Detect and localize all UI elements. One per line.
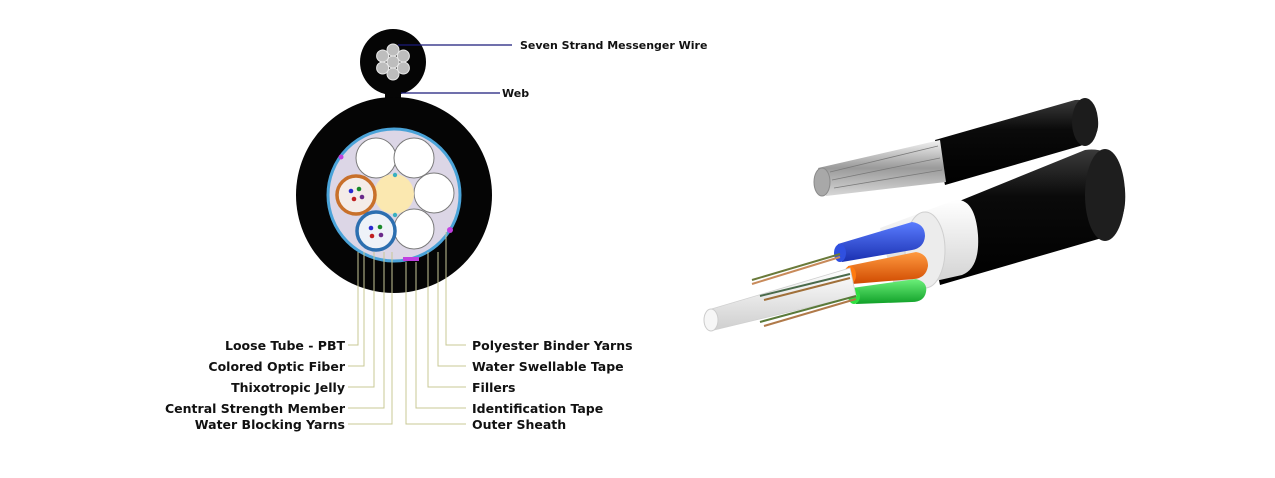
- loose-tube-orange: [335, 174, 377, 216]
- blocking-yarn-dot-2: [392, 212, 398, 218]
- label-web: Web: [502, 87, 529, 100]
- messenger-strands: [376, 43, 410, 81]
- loose-tube-blue: [355, 210, 397, 252]
- top-leaders: [398, 44, 512, 94]
- label-thixotropic-jelly: Thixotropic Jelly: [231, 380, 345, 395]
- tube-orange-3d: [848, 252, 928, 284]
- label-outer-sheath: Outer Sheath: [472, 417, 566, 432]
- messenger-jacket-3d: [935, 99, 1099, 185]
- cable-3d-illustration: [703, 98, 1126, 332]
- tube-green-3d: [852, 279, 927, 304]
- tube-blue-3d: [838, 222, 925, 262]
- steel-messenger-3d: [818, 140, 946, 196]
- binder-yarn-dot: [447, 227, 453, 233]
- label-identification-tape: Identification Tape: [472, 401, 603, 416]
- cross-section: [296, 29, 492, 293]
- blocking-yarn-dot: [392, 172, 398, 178]
- binder-yarn-dot-2: [338, 154, 344, 160]
- central-strength-member: [374, 174, 414, 214]
- right-labels: Polyester Binder Yarns Water Swellable T…: [472, 338, 633, 432]
- label-loose-tube: Loose Tube - PBT: [225, 338, 345, 353]
- fibers-3d: [751, 253, 857, 327]
- label-polyester-binder: Polyester Binder Yarns: [472, 338, 633, 353]
- bottom-leaders: [348, 232, 466, 425]
- label-water-blocking-yarns: Water Blocking Yarns: [195, 417, 345, 432]
- label-water-swellable-tape: Water Swellable Tape: [472, 359, 624, 374]
- fillers: [355, 137, 455, 250]
- identification-tape: [403, 257, 419, 261]
- label-fillers: Fillers: [472, 380, 515, 395]
- label-colored-fiber: Colored Optic Fiber: [208, 359, 345, 374]
- label-central-strength-member: Central Strength Member: [165, 401, 346, 416]
- left-labels: Loose Tube - PBT Colored Optic Fiber Thi…: [165, 338, 346, 432]
- label-messenger-wire: Seven Strand Messenger Wire: [520, 39, 707, 52]
